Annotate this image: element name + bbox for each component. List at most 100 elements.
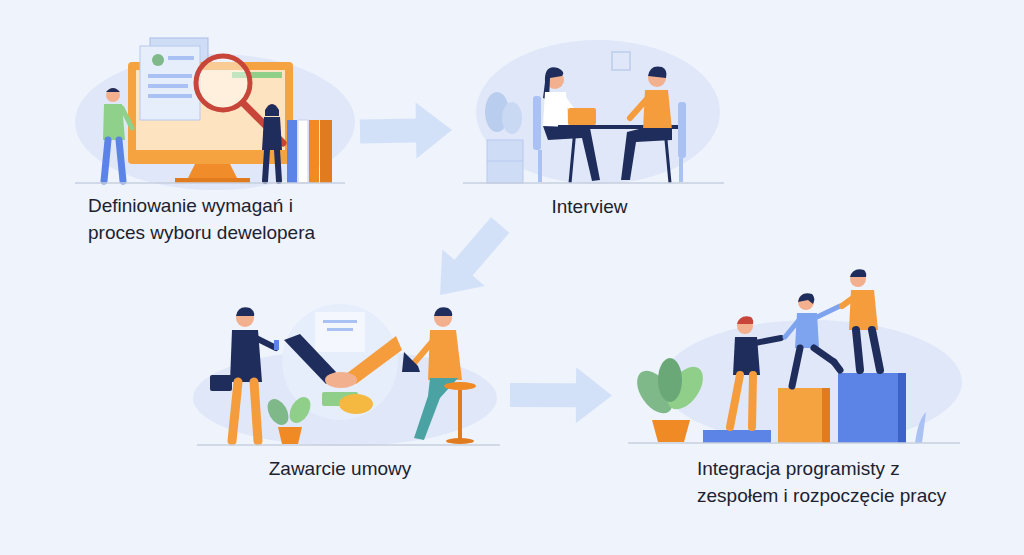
- caption-block: Zawarcie umowy: [195, 455, 485, 482]
- chair-leg: [538, 150, 542, 182]
- ground-line: [197, 444, 500, 446]
- flow-arrow: [440, 225, 500, 295]
- caption-block: Interview: [452, 193, 727, 220]
- cabinet: [487, 140, 523, 183]
- ground-line: [628, 442, 960, 444]
- document: [140, 46, 200, 120]
- person-hair: [648, 66, 667, 78]
- plant-pot: [278, 427, 302, 444]
- person-head: [798, 294, 814, 310]
- person-leg: [814, 348, 834, 362]
- arrow-shaft: [360, 119, 418, 144]
- caption-block: Definiowanie wymagań i proces wyboru dew…: [88, 192, 338, 246]
- person-leg: [730, 375, 740, 427]
- interview-illustration: [463, 40, 724, 184]
- person-leg: [254, 382, 258, 441]
- contract-illustration: [193, 304, 500, 446]
- person-arm: [815, 306, 840, 318]
- background-blob: [75, 54, 355, 190]
- binder: [309, 120, 319, 183]
- person-leg: [265, 150, 267, 181]
- plant-leaf: [263, 395, 293, 428]
- coin: [339, 394, 373, 414]
- person-hair: [236, 307, 254, 316]
- stool-base: [446, 438, 474, 444]
- laptop: [402, 352, 420, 372]
- stool-leg: [458, 390, 462, 440]
- chair-leg: [679, 158, 683, 182]
- ground-line: [463, 182, 724, 184]
- doc-line: [323, 320, 357, 323]
- person-leg: [834, 362, 840, 370]
- person-hair: [434, 307, 452, 316]
- person-leg: [856, 330, 860, 370]
- doc-line: [148, 74, 192, 78]
- selection-illustration: [75, 38, 355, 190]
- person-hair: [798, 293, 814, 304]
- person-hair: [737, 316, 753, 324]
- binder: [287, 120, 297, 183]
- magnifier-lens: [196, 56, 250, 110]
- stage-caption: Interview: [452, 193, 727, 220]
- chair-back: [533, 96, 541, 150]
- plant-pot: [652, 420, 690, 442]
- person-head: [266, 104, 278, 116]
- cabinet-drawer: [487, 161, 523, 162]
- person-arm: [415, 342, 432, 362]
- step-block: [838, 373, 906, 443]
- stage-caption: Zawarcie umowy: [195, 455, 485, 482]
- grass: [915, 412, 926, 443]
- person-arm: [256, 338, 276, 348]
- chair-back: [678, 102, 686, 158]
- stage-panel: Definiowanie wymagań i proces wyboru dew…: [75, 32, 360, 250]
- phone: [274, 340, 279, 350]
- person-arm: [785, 320, 799, 337]
- plant-leaf: [285, 393, 315, 426]
- flow-arrow: [360, 103, 452, 159]
- stage-panel: Interview: [452, 30, 727, 225]
- laptop: [568, 108, 596, 125]
- stool-seat: [444, 382, 476, 390]
- contract-document: [315, 312, 365, 352]
- plant-leaf: [502, 102, 522, 134]
- briefcase: [210, 375, 232, 391]
- arrow-head: [576, 367, 612, 423]
- doc-line: [148, 94, 192, 98]
- plant-leaf: [658, 358, 682, 402]
- person-leg: [232, 382, 238, 441]
- person-shirt: [428, 330, 462, 380]
- person-hair: [265, 104, 279, 116]
- person-leg: [752, 375, 753, 427]
- arrow-shaft: [510, 383, 578, 407]
- person-arm: [755, 338, 781, 343]
- avatar: [152, 54, 164, 66]
- step-block-side: [898, 373, 906, 443]
- binder: [298, 120, 308, 183]
- doc-line: [148, 84, 188, 88]
- wall-frame: [612, 52, 630, 70]
- doc-line: [327, 328, 353, 331]
- arrow-shaft: [462, 225, 500, 269]
- person-leg: [277, 150, 279, 181]
- background-blob: [476, 40, 720, 184]
- arrow-head: [416, 103, 452, 159]
- step-block-side: [822, 388, 830, 443]
- monitor-stand: [187, 164, 238, 180]
- person-leg: [104, 140, 108, 181]
- stage-panel: Zawarcie umowy: [195, 295, 510, 490]
- team-illustration: [628, 269, 962, 444]
- stage-panel: Integracja programisty z zespołem i rozp…: [612, 262, 967, 513]
- step-block: [778, 388, 830, 443]
- flow-arrow: [510, 367, 612, 423]
- person-arm: [842, 298, 853, 306]
- table-leg: [570, 129, 575, 183]
- person-leg: [792, 348, 800, 386]
- doc-line: [168, 56, 194, 60]
- person-legs: [621, 128, 672, 180]
- person-leg: [119, 140, 123, 181]
- stage-caption: Definiowanie wymagań i proces wyboru dew…: [88, 192, 338, 246]
- arrow-head: [440, 249, 485, 295]
- person-shirt: [543, 92, 568, 126]
- stage-caption: Integracja programisty z zespołem i rozp…: [697, 455, 967, 509]
